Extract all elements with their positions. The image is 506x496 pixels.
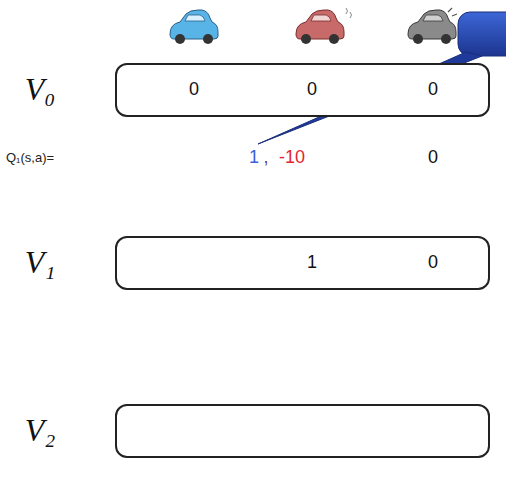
value-number: 0 — [428, 80, 438, 100]
value-number: 0 — [428, 253, 438, 273]
q-value: 0 — [428, 148, 438, 168]
value-box: V₀000 — [115, 63, 490, 117]
q-value: -10 — [279, 148, 305, 168]
value-label: V₀ — [25, 72, 56, 107]
car-icon — [408, 8, 457, 44]
q-value: , — [263, 148, 268, 168]
car-icon — [170, 10, 218, 44]
value-label: V₂ — [25, 413, 56, 448]
value-number: 0 — [307, 80, 317, 100]
value-number: 1 — [307, 253, 317, 273]
car-icon — [296, 8, 352, 44]
value-label: V₁ — [25, 245, 56, 280]
callout-bubble — [458, 12, 506, 56]
value-box: V₂ — [115, 404, 490, 458]
value-box: V₁10 — [115, 236, 490, 290]
q-label: Q₁(s,a)= — [6, 151, 54, 165]
value-number: 0 — [189, 80, 199, 100]
q-value: 1 — [249, 148, 259, 168]
